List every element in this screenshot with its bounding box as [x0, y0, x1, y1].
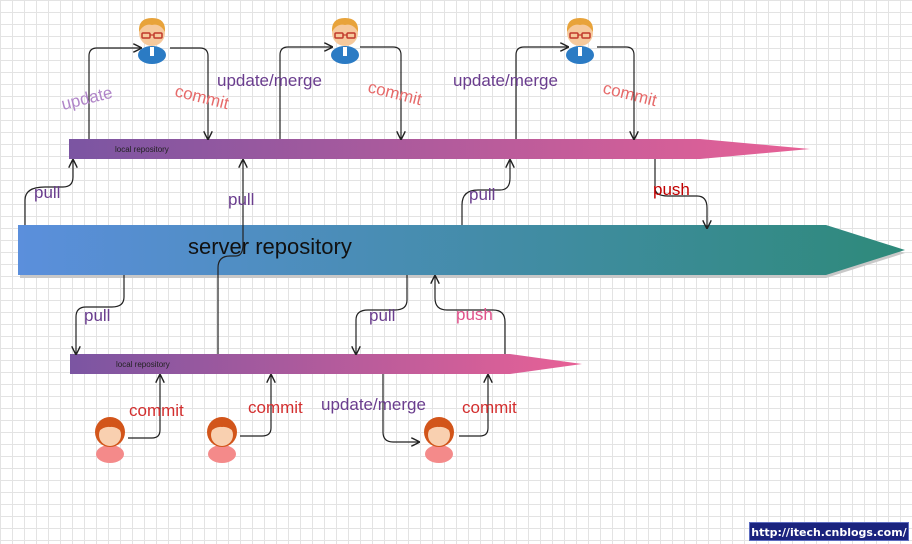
developer-icon-4	[95, 417, 125, 463]
developer-icon-3	[565, 17, 595, 65]
connector-pull-bottom-middle	[356, 275, 408, 354]
local-repository-top-label: local repository	[115, 145, 169, 154]
connector-update-merge-1	[279, 47, 332, 139]
local-repository-bottom-label: local repository	[116, 360, 170, 369]
connector-commit-bottom-2	[240, 375, 271, 437]
developer-icon-1	[137, 17, 167, 65]
developer-icon-6	[424, 417, 454, 463]
label-pull-top-left: pull	[34, 183, 60, 202]
connector-commit-2	[360, 46, 401, 139]
label-pull-bottom-middle: pull	[369, 306, 395, 325]
connector-pull-bottom-left	[76, 275, 125, 354]
connector-pull-center	[217, 160, 243, 354]
label-commit-bottom-2: commit	[248, 398, 303, 417]
connector-push-top	[654, 159, 707, 228]
developer-icon-5	[207, 417, 237, 463]
connector-pull-top-left	[24, 160, 73, 225]
label-update-merge-top-2: update/merge	[453, 71, 558, 90]
connector-push-bottom	[435, 276, 506, 354]
label-push-bottom: push	[456, 305, 493, 324]
server-repository-label: server repository	[188, 234, 352, 259]
label-commit-bottom-1: commit	[129, 401, 184, 420]
label-pull-top-right: pull	[469, 185, 495, 204]
label-commit-top-3: commit	[601, 78, 659, 110]
connector-update-merge-bottom	[382, 374, 419, 442]
local-repository-top-arrow	[69, 139, 810, 159]
local-repository-bottom-arrow	[70, 354, 582, 374]
label-pull-center: pull	[228, 190, 254, 209]
developer-icon-2	[330, 17, 360, 65]
label-commit-bottom-3: commit	[462, 398, 517, 417]
connector-commit-3	[597, 46, 634, 139]
label-update-merge-top-1: update/merge	[217, 71, 322, 90]
label-push-top: push	[653, 180, 690, 199]
connector-commit-bottom-3	[459, 375, 488, 437]
connector-commit-1	[170, 47, 208, 139]
connector-update-merge-2	[515, 47, 568, 139]
connector-update-1	[88, 48, 141, 139]
label-update: update	[59, 83, 114, 114]
connector-commit-bottom-1	[128, 375, 160, 439]
connector-pull-top-right	[461, 160, 510, 225]
label-commit-top-2: commit	[366, 77, 424, 109]
source-link[interactable]: http://itech.cnblogs.com/	[749, 522, 909, 541]
server-repository-arrow-body	[18, 225, 905, 275]
label-update-merge-bottom: update/merge	[321, 395, 426, 414]
label-pull-bottom-left: pull	[84, 306, 110, 325]
